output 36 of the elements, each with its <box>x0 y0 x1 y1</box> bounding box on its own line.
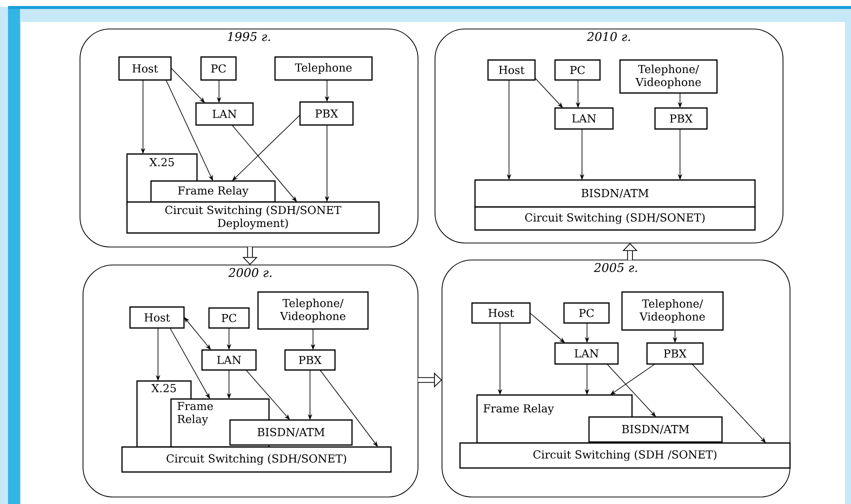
network-box: PC <box>563 302 610 324</box>
network-box: PBX <box>299 101 354 126</box>
network-box: BISDN/ATM <box>474 179 756 208</box>
network-box: LAN <box>195 102 254 126</box>
network-box: Host <box>487 59 536 81</box>
network-box: LAN <box>554 107 614 130</box>
arrow <box>610 364 656 395</box>
arrow <box>606 364 656 417</box>
network-box: BISDN/ATM <box>588 416 723 443</box>
network-box: PBX <box>284 349 336 371</box>
network-box: PC <box>200 56 237 81</box>
network-box: BISDN/ATM <box>229 419 353 446</box>
network-box: PBX <box>654 107 708 130</box>
network-box: Telephone <box>274 56 373 81</box>
network-box: PBX <box>646 342 704 365</box>
network-box: Circuit Switching (SDH/SONET) <box>474 206 756 231</box>
arrow <box>530 312 565 343</box>
network-box: PC <box>208 307 250 329</box>
arrow <box>692 364 766 443</box>
network-box: LAN <box>201 349 257 371</box>
network-box: Telephone/ Videophone <box>257 291 369 330</box>
network-box: Host <box>118 56 172 81</box>
arrow <box>184 317 211 350</box>
arrow <box>170 68 205 103</box>
arrow <box>246 370 290 420</box>
network-box: Host <box>471 302 531 324</box>
network-box: Frame Relay <box>150 180 276 203</box>
network-box: Host <box>129 306 185 329</box>
arrow <box>534 78 563 108</box>
arrow <box>232 124 297 202</box>
arrow <box>232 114 300 181</box>
network-box: Telephone/ Videophone <box>621 291 724 331</box>
network-box: LAN <box>554 342 619 365</box>
arrow <box>320 370 378 447</box>
network-box: PC <box>554 59 601 81</box>
network-box: Telephone/ Videophone <box>619 59 718 94</box>
